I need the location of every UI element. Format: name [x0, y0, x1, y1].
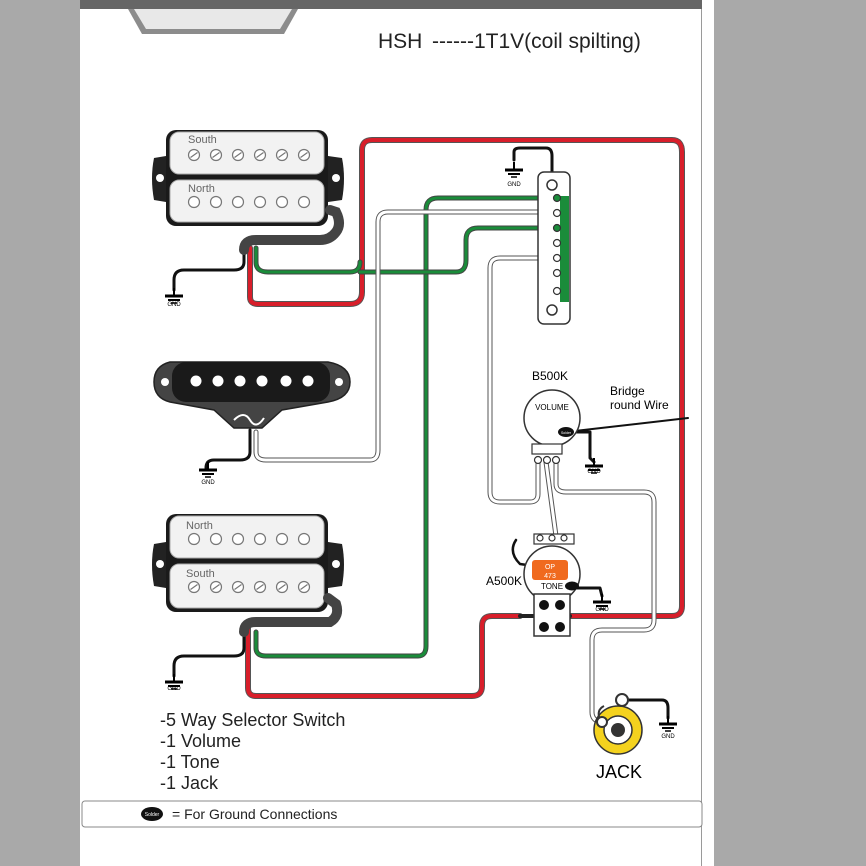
gnd-label: GND: [595, 607, 609, 613]
diagram-subtitle: ------1T1V(coil spilting): [432, 30, 641, 53]
ground-symbol: [503, 160, 525, 179]
gnd-label: GND: [661, 734, 675, 740]
hot-wire: [245, 137, 685, 699]
solder-badge: Solder: [561, 431, 572, 435]
parts-list: -5 Way Selector Switch -1 Volume -1 Tone…: [160, 710, 345, 793]
ground-symbol: [163, 286, 185, 305]
tone-capacitor: [532, 560, 568, 580]
legend: Solder = For Ground Connections: [81, 800, 703, 828]
wiring-diagram: GND GND GND GND GND GND GND South North: [81, 9, 703, 828]
ground-symbol: [657, 714, 679, 733]
neck-humbucker-pickup: South North: [152, 130, 344, 255]
page-edge-rule: [701, 9, 702, 866]
white-wires: [253, 209, 657, 725]
coil-label: South: [186, 568, 215, 580]
tone-pot: A500K OP 473 TONE: [486, 533, 581, 637]
volume-pot: B500K VOLUME Solder: [523, 369, 581, 465]
coil-label: North: [188, 183, 215, 195]
gnd-label: GND: [587, 469, 601, 475]
legend-badge: Solder: [145, 812, 160, 818]
solder-icon: [141, 807, 163, 821]
bridge-humbucker-pickup: North South: [152, 514, 344, 637]
volume-value: B500K: [532, 369, 568, 383]
parts-list-item: -1 Jack: [160, 773, 219, 793]
parts-list-item: -1 Tone: [160, 752, 220, 772]
ground-wires: [172, 146, 689, 720]
coil-label: South: [188, 134, 217, 146]
volume-label: VOLUME: [535, 403, 569, 412]
middle-single-coil-pickup: [153, 361, 351, 429]
gnd-label: GND: [507, 182, 521, 188]
bridge-wire-label: Bridge: [610, 384, 645, 398]
green-wires: [253, 195, 559, 659]
tone-label: TONE: [541, 582, 563, 591]
parts-list-item: -5 Way Selector Switch: [160, 710, 345, 730]
five-way-selector-switch: [537, 171, 571, 325]
coil-label: North: [186, 520, 213, 532]
jack-label: JACK: [596, 762, 642, 782]
top-bar: [80, 0, 702, 9]
output-jack: [593, 693, 643, 755]
capacitor-value: 473: [544, 573, 556, 580]
gnd-label: GND: [167, 302, 181, 308]
capacitor-brand: OP: [545, 564, 555, 571]
bridge-wire-label: round Wire: [610, 398, 669, 412]
tone-value: A500K: [486, 574, 522, 588]
ground-symbol: [197, 460, 219, 479]
parts-list-item: -1 Volume: [160, 731, 241, 751]
gnd-label: GND: [201, 480, 215, 486]
page: GND GND GND GND GND GND GND South North: [80, 0, 714, 866]
gnd-label: GND: [167, 686, 181, 692]
legend-text: = For Ground Connections: [172, 806, 337, 822]
diagram-title: HSH: [378, 30, 422, 53]
